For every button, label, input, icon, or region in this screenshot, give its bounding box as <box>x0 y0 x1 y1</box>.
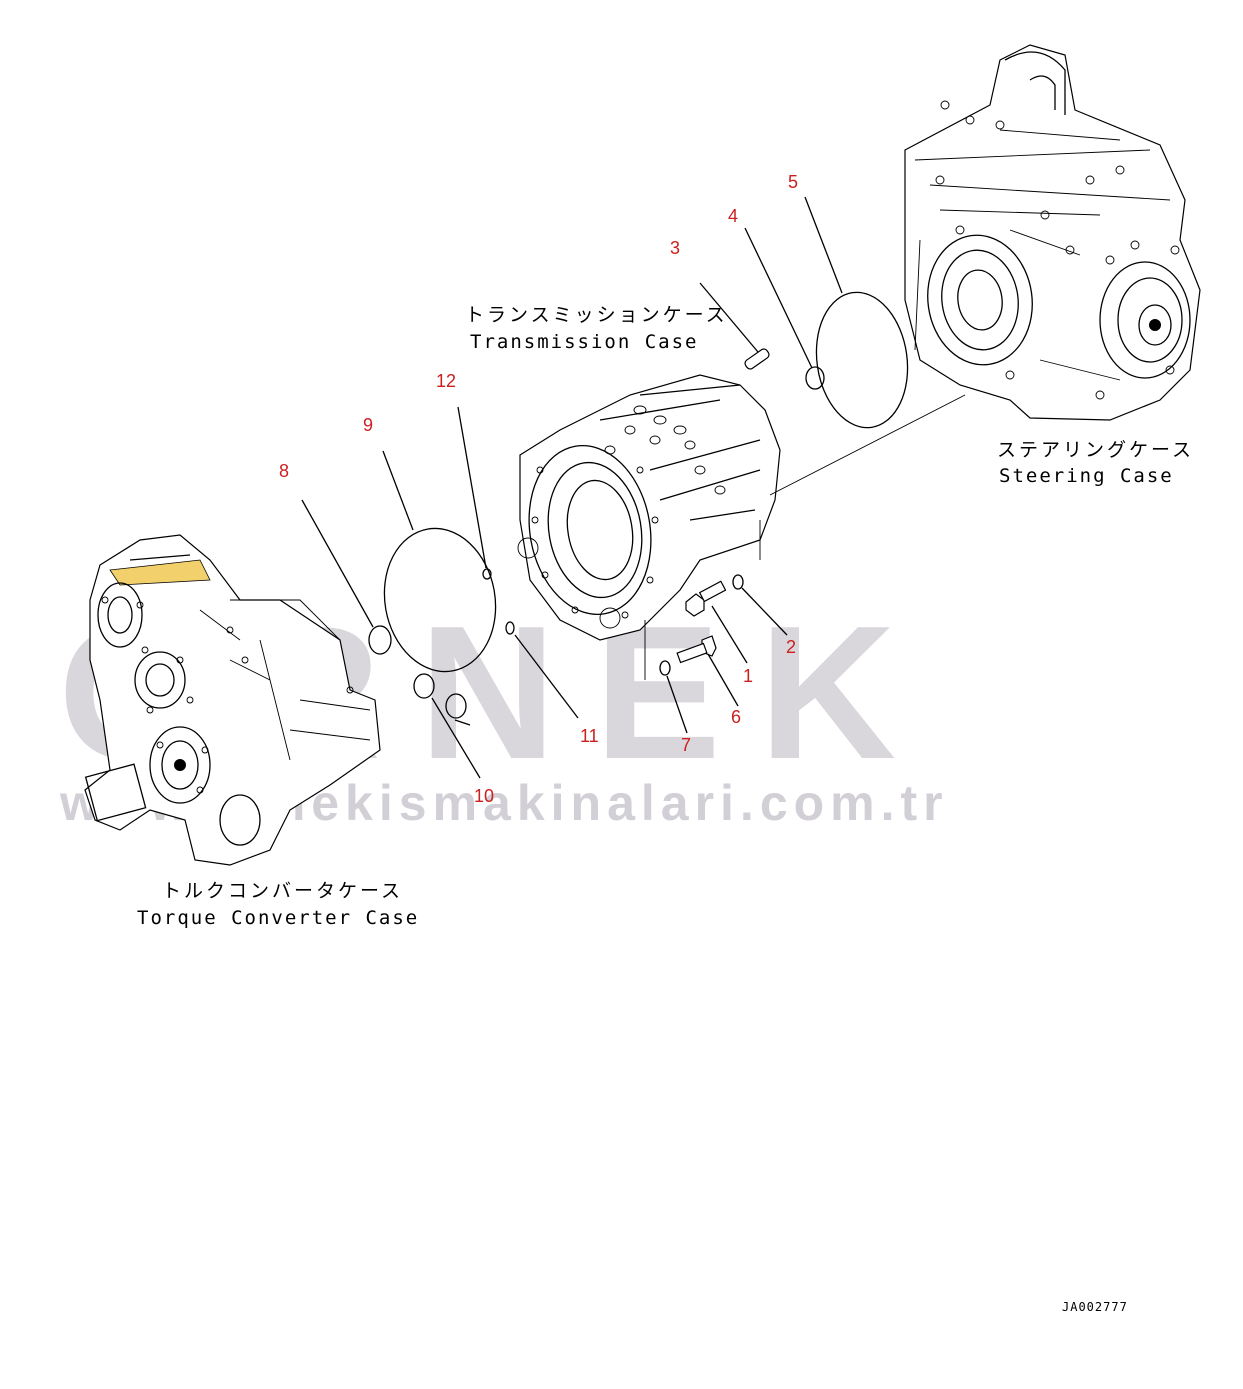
steering-case-label-en: Steering Case <box>999 465 1174 487</box>
part-2-washer <box>732 574 744 590</box>
callout-3: 3 <box>670 238 680 258</box>
torque-converter-case-drawing <box>84 534 381 866</box>
torque-converter-label-jp: トルクコンバータケース <box>162 880 403 902</box>
part-6-bolt <box>676 635 717 664</box>
steering-case-drawing <box>904 44 1201 421</box>
part-12-oring <box>482 568 492 580</box>
callout-9: 9 <box>363 415 373 435</box>
leader-lines <box>301 196 843 779</box>
part-9-gasket <box>383 527 497 673</box>
part-11-oring <box>505 621 515 635</box>
part-5-gasket <box>815 291 909 429</box>
transmission-case-label-en: Transmission Case <box>470 331 698 353</box>
transmission-case-drawing <box>517 374 781 680</box>
part-10-oring-b <box>445 693 467 719</box>
callout-12: 12 <box>436 371 456 391</box>
drawing-code: JA002777 <box>1062 1300 1128 1314</box>
part-8-oring <box>368 625 392 655</box>
part-3-pin <box>744 348 770 370</box>
part-1-bolt <box>685 580 727 617</box>
transmission-case-label-jp: トランスミッションケース <box>465 304 728 326</box>
callout-10: 10 <box>474 786 494 806</box>
steering-case-label-jp: ステアリングケース <box>997 439 1194 461</box>
part-7-washer <box>659 660 671 676</box>
assembly-axis-line <box>769 394 966 496</box>
part-10-oring-a <box>413 673 435 699</box>
part-4-oring <box>805 366 825 390</box>
callout-4: 4 <box>728 206 738 226</box>
callout-8: 8 <box>279 461 289 481</box>
callout-7: 7 <box>681 735 691 755</box>
callout-2: 2 <box>786 637 796 657</box>
callout-1: 1 <box>743 666 753 686</box>
callout-5: 5 <box>788 172 798 192</box>
torque-converter-label-en: Torque Converter Case <box>137 907 419 929</box>
callout-11: 11 <box>580 726 599 746</box>
callout-6: 6 <box>731 707 741 727</box>
